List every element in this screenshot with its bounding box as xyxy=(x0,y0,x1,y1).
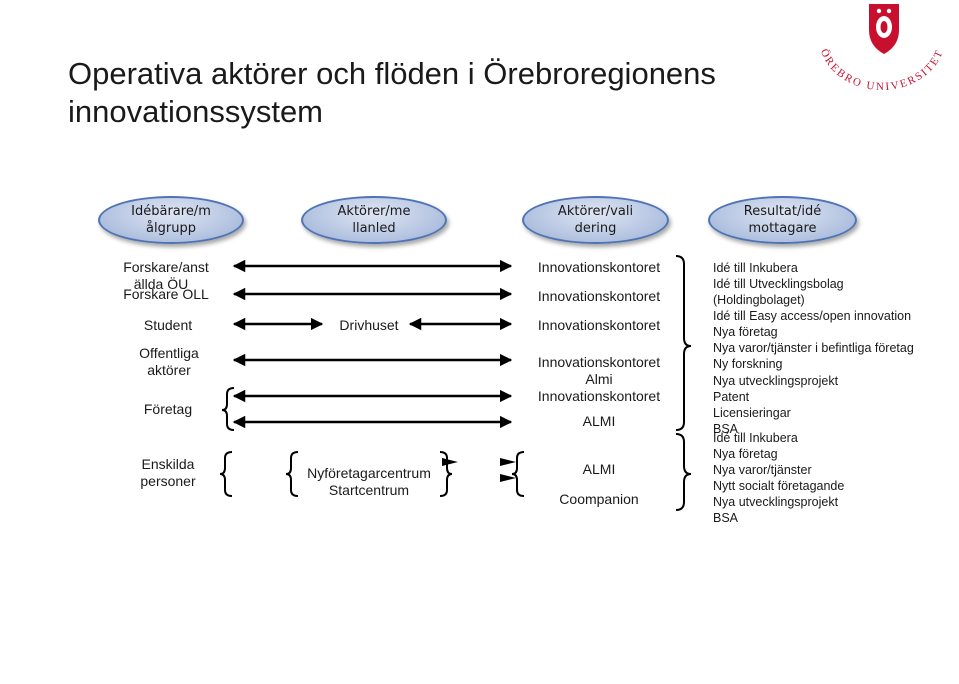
wedge-arrow xyxy=(442,458,458,466)
wedge-arrow xyxy=(500,458,516,466)
idea-holder-student: Student xyxy=(143,317,193,333)
result-item: Licensieringar xyxy=(713,406,791,420)
bracket xyxy=(675,255,692,431)
validator-item: Innovationskontoret xyxy=(537,259,661,275)
validator-item: Innovationskontoret xyxy=(537,388,661,404)
idea-holder-forskare-anst: Forskare/anst xyxy=(123,259,209,275)
result-item: Nya varor/tjänster i befintliga företag xyxy=(713,341,914,355)
wedge-arrow xyxy=(500,474,516,482)
result-item: Idé till Utvecklingsbolag xyxy=(713,277,844,291)
validator-item: Innovationskontoret xyxy=(537,288,661,304)
validator-item: Coompanion xyxy=(559,491,639,507)
shield-icon xyxy=(869,4,899,54)
result-item: Nytt socialt företagande xyxy=(713,479,845,493)
idea-holder-foretag: Företag xyxy=(143,401,193,417)
validator-item: ALMI xyxy=(582,461,616,477)
idea-holder-offentliga: Offentliga xyxy=(139,345,199,361)
result-item: BSA xyxy=(713,422,739,436)
bracket xyxy=(221,387,235,431)
header-line: ålgrupp xyxy=(146,221,196,236)
bracket xyxy=(511,451,525,497)
result-item: Idé till Inkubera xyxy=(713,431,798,445)
intermediary-startcentrum: Startcentrum xyxy=(328,482,410,498)
bracket xyxy=(439,451,453,497)
header-results: Resultat/idé mottagare xyxy=(708,196,857,244)
result-item: Idé till Inkubera xyxy=(713,261,798,275)
validator-item: Almi xyxy=(585,371,613,387)
intermediary-drivhuset: Drivhuset xyxy=(339,317,399,333)
result-item: Nya utvecklingsprojekt xyxy=(713,495,839,509)
header-idea-holders: Idébärare/m ålgrupp xyxy=(98,196,244,244)
idea-holder-enskilda: Enskilda xyxy=(141,456,195,472)
header-validators: Aktörer/vali dering xyxy=(522,196,669,244)
idea-holder-offentliga-cont: aktörer xyxy=(147,362,191,378)
header-line: Resultat/idé xyxy=(743,204,822,219)
idea-holder-forskare-anst-cont: ällda ÖU xyxy=(133,276,189,292)
header-intermediaries: Aktörer/me llanled xyxy=(301,196,447,244)
header-line: dering xyxy=(574,221,617,236)
result-item: Idé till Easy access/open innovation xyxy=(713,309,912,323)
validator-item: Innovationskontoret xyxy=(537,354,661,370)
result-item: Patent xyxy=(713,390,750,404)
result-item: BSA xyxy=(713,511,739,525)
result-item: Nya utvecklingsprojekt xyxy=(713,374,839,388)
page-title: Operativa aktörer och flöden i Örebroreg… xyxy=(68,56,716,129)
header-line: mottagare xyxy=(748,221,817,236)
header-line: Aktörer/me xyxy=(337,204,411,219)
bracket xyxy=(219,451,233,497)
result-item: Ny forskning xyxy=(713,357,783,371)
result-item: Nya företag xyxy=(713,325,778,339)
bracket xyxy=(675,433,692,511)
result-item: Nya varor/tjänster xyxy=(713,463,812,477)
header-line: Idébärare/m xyxy=(131,204,211,219)
result-item: Nya företag xyxy=(713,447,778,461)
idea-holder-enskilda-cont: personer xyxy=(140,473,196,489)
bracket xyxy=(285,451,299,497)
result-item: (Holdingbolaget) xyxy=(713,293,805,307)
validator-item: ALMI xyxy=(582,413,616,429)
header-line: Aktörer/vali xyxy=(557,204,634,219)
validator-item: Innovationskontoret xyxy=(537,317,661,333)
header-line: llanled xyxy=(352,221,396,236)
orebro-university-logo: ÖREBRO UNIVERSITET xyxy=(818,4,944,90)
intermediary-nyforetagarcentrum: Nyföretagarcentrum xyxy=(307,465,431,481)
idea-holder-forskare-oll: Forskare OLL xyxy=(123,286,209,302)
